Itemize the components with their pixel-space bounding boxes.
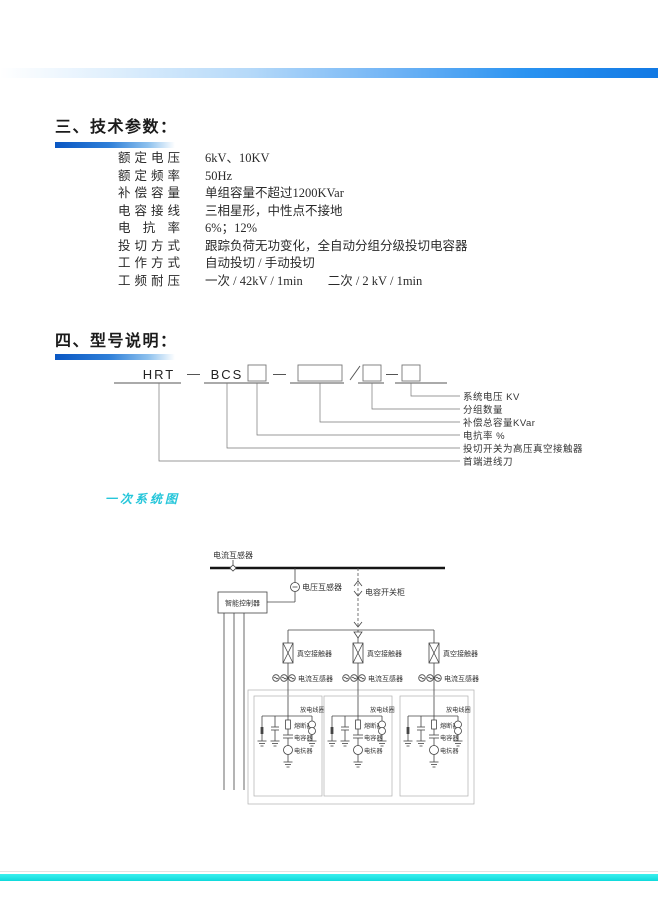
model-series-text: BCS xyxy=(211,367,244,382)
param-value: 6kV、10KV xyxy=(205,151,270,165)
tech-params-table: 额定电压 6kV、10KV 额定频率 50Hz 补偿容量 单组容量不超过1200… xyxy=(118,150,588,290)
cabinet-label: 电容开关柜 xyxy=(365,587,405,597)
param-row: 电抗率 6%；12% xyxy=(118,220,588,238)
footer-divider xyxy=(0,871,658,872)
param-value: 6%；12% xyxy=(205,221,258,235)
model-field-box xyxy=(297,364,343,382)
primary-system-circuit-diagram: 真空接触器 电流互感器 xyxy=(210,550,518,805)
param-row: 投切方式 跟踪负荷无功变化，全自动分组分级投切电容器 xyxy=(118,238,588,256)
capacitor-branch-3 xyxy=(400,643,479,796)
model-label-group-count: 分组数量 xyxy=(463,404,503,416)
controller-label: 智能控制器 xyxy=(225,599,260,608)
arrow-head xyxy=(353,621,363,628)
model-label-system-voltage: 系统电压 KV xyxy=(463,391,520,403)
param-row: 额定电压 6kV、10KV xyxy=(118,150,588,168)
capacitor-branch-1 xyxy=(254,643,333,796)
model-label-total-capacity: 补偿总容量KVar xyxy=(463,417,535,429)
model-label-head-end: 首端进线刀 xyxy=(463,456,513,468)
param-row: 工作方式 自动投切 / 手动投切 xyxy=(118,255,588,273)
junction-triangle xyxy=(353,631,363,639)
param-label: 额定频率 xyxy=(118,168,180,183)
model-field-box xyxy=(401,364,421,382)
model-designation-diagram: HRT BCS 系统电压 KV 分组数量 补偿总容量KVar xyxy=(114,364,583,468)
param-label: 电容接线 xyxy=(118,203,180,218)
tech-params-heading: 三、技术参数： xyxy=(55,119,178,136)
param-value: 自动投切 / 手动投切 xyxy=(205,256,315,270)
param-row: 补偿容量 单组容量不超过1200KVar xyxy=(118,185,588,203)
primary-system-title: 一次系统图 xyxy=(105,492,181,506)
outer-cabinet-frame xyxy=(247,689,475,805)
param-label: 电抗率 xyxy=(118,221,180,235)
heading-underline xyxy=(55,354,175,360)
param-value: 单组容量不超过1200KVar xyxy=(205,186,344,200)
capacitor-branch-2 xyxy=(324,643,403,796)
param-label: 投切方式 xyxy=(118,238,180,253)
param-row: 工频耐压 一次 / 42kV / 1min 二次 / 2 kV / 1min xyxy=(118,273,588,291)
bus-ct-symbol xyxy=(229,564,237,572)
param-value: 三相星形，中性点不接地 xyxy=(205,203,343,218)
drawout-contact xyxy=(353,590,363,597)
param-label: 额定电压 xyxy=(118,151,180,165)
model-label-reactance-rate: 电抗率 % xyxy=(463,430,505,442)
param-value: 50Hz xyxy=(205,168,233,183)
slash xyxy=(349,365,361,381)
controller-box xyxy=(217,591,268,614)
model-field-box xyxy=(247,364,267,382)
model-prefix-text: HRT xyxy=(143,367,175,382)
drawout-contact xyxy=(353,580,363,587)
param-value: 跟踪负荷无功变化，全自动分组分级投切电容器 xyxy=(205,238,468,253)
param-row: 电容接线 三相星形，中性点不接地 xyxy=(118,203,588,221)
heading-underline xyxy=(55,142,175,148)
pt-label: 电压互感器 xyxy=(302,582,342,592)
param-label: 补偿容量 xyxy=(118,186,180,200)
model-heading: 四、型号说明： xyxy=(55,333,178,350)
bottom-cyan-bar xyxy=(0,874,658,881)
leader-lines xyxy=(158,383,460,462)
bus-ct-label: 电流互感器 xyxy=(213,550,253,560)
model-field-box xyxy=(362,364,382,382)
param-label: 工作方式 xyxy=(118,256,180,270)
param-row: 额定频率 50Hz xyxy=(118,168,588,186)
top-gradient-bar xyxy=(0,68,658,78)
model-label-switch-type: 投切开关为高压真空接触器 xyxy=(463,443,583,455)
param-value: 一次 / 42kV / 1min 二次 / 2 kV / 1min xyxy=(205,273,423,288)
param-label: 工频耐压 xyxy=(118,273,180,288)
